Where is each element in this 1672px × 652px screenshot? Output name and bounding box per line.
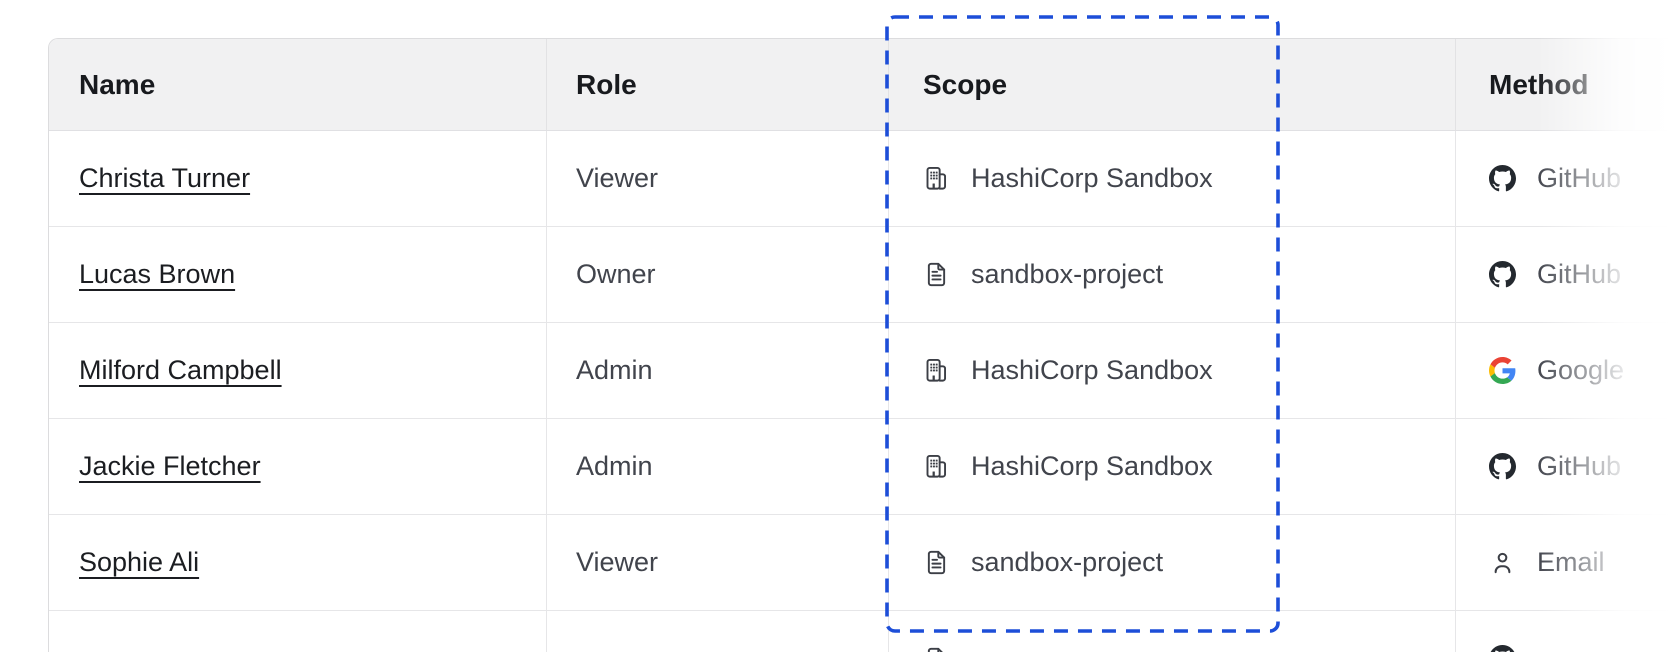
user-icon — [1489, 549, 1516, 576]
name-cell: Milford Campbell — [49, 323, 547, 418]
column-header-name: Name — [49, 39, 547, 130]
role-label: Viewer — [576, 547, 659, 577]
building-icon — [923, 165, 950, 192]
role-cell: Viewer — [547, 131, 889, 226]
scope-cell: HashiCorp Sandbox — [889, 131, 1456, 226]
role-label: Owner — [576, 259, 656, 289]
member-name-link[interactable]: Sophie Ali — [79, 547, 200, 577]
method-cell: GitHub — [1456, 131, 1672, 226]
role-label: Admin — [576, 451, 653, 481]
table-row: Milford Campbell Admin HashiCorp Sandbox — [49, 323, 1672, 419]
github-icon — [1489, 261, 1516, 288]
column-header-role: Role — [547, 39, 889, 130]
column-header-role-label: Role — [576, 68, 637, 100]
name-cell: Lucas Brown — [49, 227, 547, 322]
scope-label: sandbox-project — [971, 259, 1164, 289]
method-label: Email — [1537, 547, 1605, 577]
table-row: Lucas Brown Owner sandbox-project GitHub — [49, 227, 1672, 323]
method-cell: GitHub — [1456, 419, 1672, 514]
github-icon — [1489, 165, 1516, 192]
scope-cell: sandbox-project — [889, 227, 1456, 322]
method-label: GitHub — [1537, 259, 1622, 289]
member-name-link[interactable]: Jackie Fletcher — [79, 451, 261, 481]
member-name-link[interactable]: Christa Turner — [79, 163, 251, 193]
building-icon — [923, 357, 950, 384]
method-cell: Google — [1456, 323, 1672, 418]
method-cell: Email — [1456, 515, 1672, 610]
column-header-method-label: Method — [1489, 68, 1589, 100]
scope-cell: HashiCorp Sandbox — [889, 419, 1456, 514]
method-cell — [1456, 611, 1672, 652]
method-label: Google — [1537, 355, 1625, 385]
table-header-row: Name Role Scope Method — [49, 39, 1672, 131]
scope-label: HashiCorp Sandbox — [971, 451, 1213, 481]
scope-label: sandbox-project — [971, 547, 1164, 577]
scope-label: HashiCorp Sandbox — [971, 355, 1213, 385]
table-row: Jackie Fletcher Admin HashiCorp Sandbox — [49, 419, 1672, 515]
role-cell — [547, 611, 889, 652]
column-header-name-label: Name — [79, 68, 156, 100]
scope-cell: HashiCorp Sandbox — [889, 323, 1456, 418]
scope-label: HashiCorp Sandbox — [971, 163, 1213, 193]
scope-cell — [889, 611, 1456, 652]
name-cell — [49, 611, 547, 652]
google-icon — [1489, 357, 1516, 384]
table-row: Christa Turner Viewer HashiCorp Sandbox — [49, 131, 1672, 227]
column-header-scope: Scope — [889, 39, 1456, 130]
building-icon — [923, 453, 950, 480]
method-label: GitHub — [1537, 451, 1622, 481]
role-cell: Admin — [547, 323, 889, 418]
role-cell: Owner — [547, 227, 889, 322]
method-label: GitHub — [1537, 163, 1622, 193]
column-header-method: Method — [1456, 39, 1672, 130]
github-icon — [1489, 645, 1516, 652]
member-name-link[interactable]: Lucas Brown — [79, 259, 236, 289]
member-name-link[interactable]: Milford Campbell — [79, 355, 282, 385]
table-row: Sophie Ali Viewer sandbox-project Email — [49, 515, 1672, 611]
role-label: Admin — [576, 355, 653, 385]
table-row-partial — [49, 611, 1672, 652]
name-cell: Christa Turner — [49, 131, 547, 226]
file-icon — [923, 646, 950, 652]
file-icon — [923, 261, 950, 288]
column-header-scope-label: Scope — [923, 68, 1008, 100]
name-cell: Jackie Fletcher — [49, 419, 547, 514]
file-icon — [923, 549, 950, 576]
role-cell: Admin — [547, 419, 889, 514]
scope-cell: sandbox-project — [889, 515, 1456, 610]
table-body: Christa Turner Viewer HashiCorp Sandbox — [49, 131, 1672, 611]
role-label: Viewer — [576, 163, 659, 193]
members-table: Name Role Scope Method Christa Turner Vi… — [48, 38, 1672, 652]
github-icon — [1489, 453, 1516, 480]
method-cell: GitHub — [1456, 227, 1672, 322]
role-cell: Viewer — [547, 515, 889, 610]
name-cell: Sophie Ali — [49, 515, 547, 610]
